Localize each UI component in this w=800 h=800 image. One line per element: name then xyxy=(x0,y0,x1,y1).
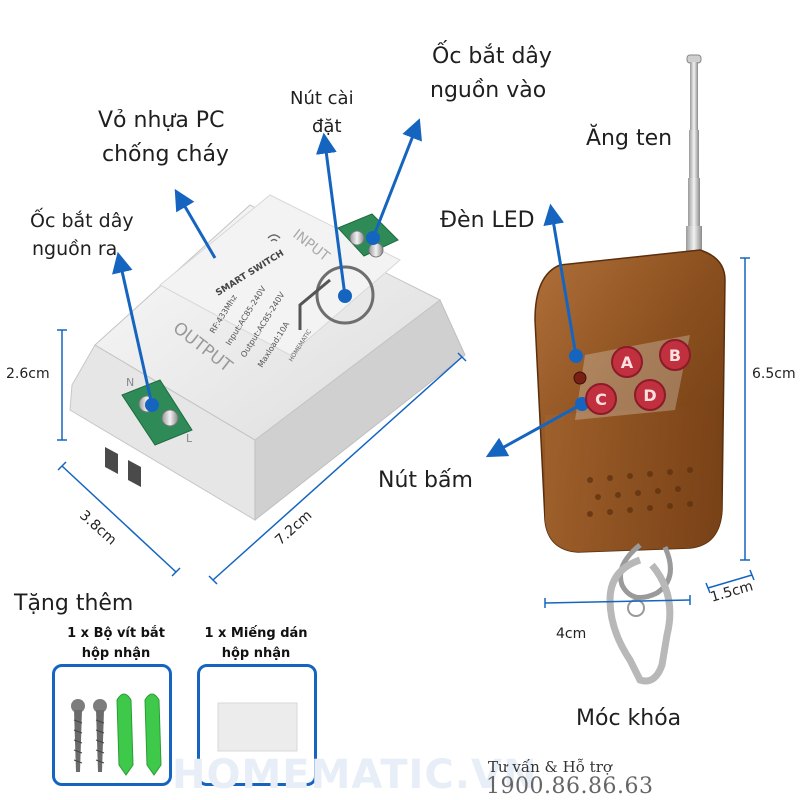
label-oc-ra-1: Ốc bắt dây xyxy=(30,210,134,232)
adhesive-pad xyxy=(217,702,298,752)
remote-buttons: A B C D xyxy=(585,339,691,415)
brand-watermark: HOMEMATIC.VN xyxy=(172,752,538,798)
label-nut-cai-1: Nút cài xyxy=(290,88,354,109)
support-text: Tư vấn & Hỗ trợ xyxy=(488,758,612,776)
gift-title: Tặng thêm xyxy=(14,591,134,616)
gift-item2-caption: 1 x Miếng dán hộp nhận xyxy=(196,624,316,664)
gift-item1-caption: 1 x Bộ vít bắt hộp nhận xyxy=(56,624,176,664)
label-nut-bam: Nút bấm xyxy=(378,468,473,493)
label-nut-cai-2: đặt xyxy=(312,116,342,137)
box-terminal-l: L xyxy=(186,432,193,445)
label-oc-vao-1: Ốc bắt dây xyxy=(432,44,552,69)
gift-item1-line1: 1 x Bộ vít bắt xyxy=(67,626,165,641)
box-terminal-n: N xyxy=(126,376,134,389)
label-moc-khoa: Móc khóa xyxy=(576,706,682,731)
label-ang-ten: Ăng ten xyxy=(586,126,673,151)
svg-text:B: B xyxy=(669,346,681,365)
label-vo-nhua-1: Vỏ nhựa PC xyxy=(98,108,225,133)
rf-remote xyxy=(534,54,726,685)
label-oc-ra-2: nguồn ra xyxy=(32,238,118,260)
dim-height-box: 2.6cm xyxy=(6,366,50,382)
remote-button-b: B xyxy=(659,339,691,371)
svg-text:A: A xyxy=(621,353,634,372)
gift-item1-line2: hộp nhận xyxy=(81,646,151,661)
gift-screws xyxy=(71,693,162,776)
remote-button-a: A xyxy=(611,346,643,378)
gift-item2-line2: hộp nhận xyxy=(221,646,291,661)
label-vo-nhua-2: chống cháy xyxy=(102,142,229,167)
svg-text:D: D xyxy=(643,386,656,405)
annotation-arrows xyxy=(112,118,583,458)
gift-item2-line1: 1 x Miếng dán xyxy=(204,626,308,641)
label-den-led: Đèn LED xyxy=(440,208,535,233)
support-phone: 1900.86.86.63 xyxy=(486,774,654,799)
label-oc-vao-2: nguồn vào xyxy=(430,78,547,103)
dimension-lines xyxy=(57,257,755,608)
svg-text:C: C xyxy=(595,390,607,409)
remote-button-c: C xyxy=(585,383,617,415)
remote-button-d: D xyxy=(634,379,666,411)
dim-remote-height: 6.5cm xyxy=(752,366,796,382)
dim-remote-width: 4cm xyxy=(556,626,587,642)
